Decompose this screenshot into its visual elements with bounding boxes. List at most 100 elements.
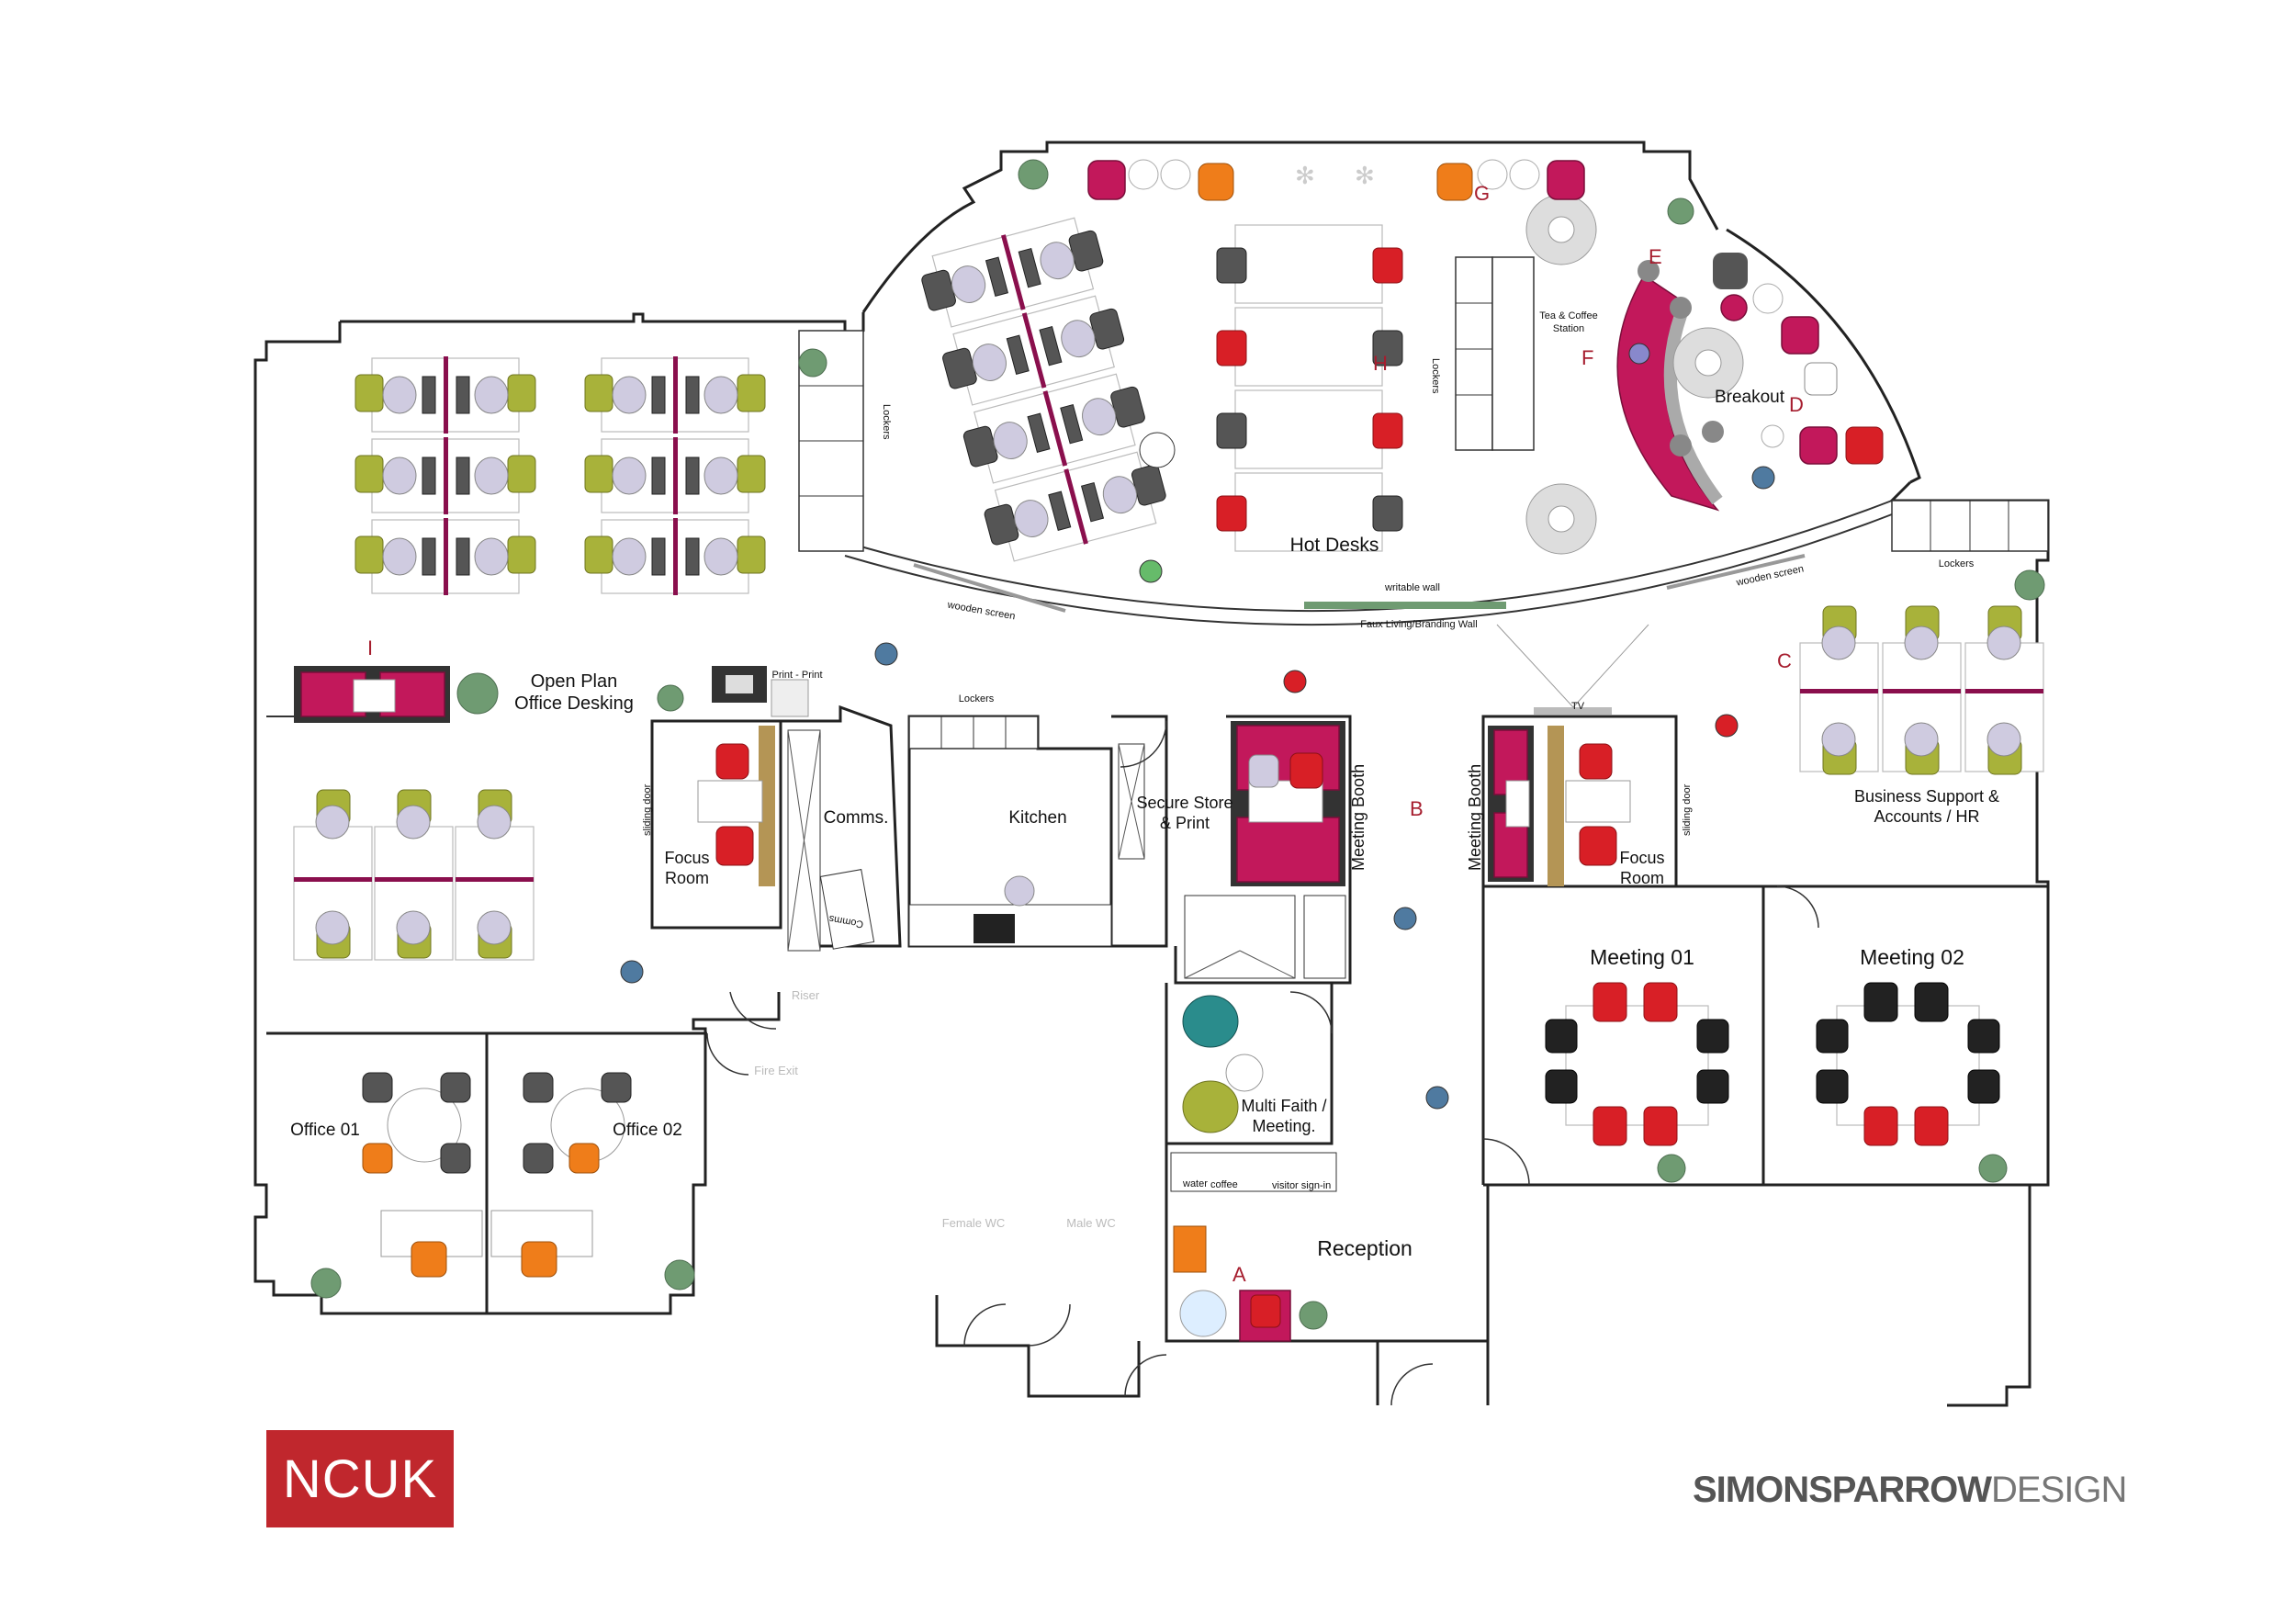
person: [1821, 626, 1856, 660]
label-meeting-booth-centre: Meeting Booth: [1349, 764, 1367, 871]
chair: [1372, 330, 1403, 366]
monitor: [422, 456, 436, 495]
desk-screen: [1021, 312, 1047, 389]
label-lockers-right: Lockers: [1939, 558, 1975, 569]
chair: [1216, 330, 1247, 366]
chair: [355, 374, 384, 412]
person: [474, 537, 509, 576]
lockers-right: [1891, 500, 2049, 552]
person: [1986, 626, 2021, 660]
person: [1082, 398, 1117, 436]
chair: [1216, 495, 1247, 532]
label-male-wc: Male WC: [1066, 1216, 1115, 1230]
hot-desk: [1234, 224, 1383, 304]
chair: [1914, 982, 1949, 1022]
monitor: [651, 456, 666, 495]
tv: [1496, 624, 1649, 715]
monitor: [685, 456, 700, 495]
window-seating: ✻ ✻: [1087, 159, 1585, 201]
chair: [1967, 1019, 2000, 1054]
desk-screen: [444, 356, 448, 434]
focus-room-left-furniture: [697, 726, 775, 886]
label-sliding-door-right: sliding door: [1682, 783, 1693, 836]
monitor: [422, 537, 436, 576]
chair: [1863, 1106, 1898, 1146]
person: [382, 537, 417, 576]
person: [1040, 242, 1075, 280]
desk-screen: [1883, 689, 1961, 693]
brand-bold: SIMONSPARROW: [1693, 1470, 1992, 1510]
person: [474, 456, 509, 495]
monitor: [456, 456, 470, 495]
desk-screen: [1001, 234, 1026, 310]
desk-screen: [294, 877, 372, 882]
hot-desk: [1234, 389, 1383, 469]
person: [972, 344, 1007, 381]
chair: [1593, 982, 1627, 1022]
simon-sparrow-design-logo: SIMONSPARROWDESIGN: [1693, 1470, 2127, 1511]
person: [993, 422, 1028, 459]
person: [474, 376, 509, 414]
hot-desk: [1234, 307, 1383, 387]
chair: [1545, 1069, 1578, 1104]
zone-d: D: [1789, 393, 1804, 416]
hot-desks: [921, 217, 1403, 562]
living-wall: [1304, 602, 1506, 609]
meeting-tables: [1545, 982, 2000, 1146]
monitor: [1006, 334, 1030, 376]
multi-faith-furniture: [1182, 995, 1264, 1133]
chair: [1696, 1019, 1729, 1054]
label-writable-wall: writable wall: [1384, 582, 1440, 593]
label-meeting-02: Meeting 02: [1860, 945, 1964, 969]
desk-screen: [1800, 689, 1878, 693]
desk-screen: [1042, 390, 1068, 467]
label-meeting-booth-right: Meeting Booth: [1466, 764, 1484, 871]
zone-e: E: [1649, 245, 1662, 268]
person: [396, 910, 431, 945]
label-water: water: [1182, 1178, 1208, 1189]
monitor: [685, 376, 700, 414]
label-multi-faith: Multi Faith /Meeting.: [1241, 1097, 1326, 1135]
chair: [1593, 1106, 1627, 1146]
chair: [1863, 982, 1898, 1022]
chair: [1216, 412, 1247, 449]
focus-room-right-furniture: [1488, 726, 1631, 886]
monitor: [651, 537, 666, 576]
monitor: [1080, 481, 1105, 523]
person: [1821, 722, 1856, 757]
desk-screen: [375, 877, 453, 882]
desk-screen: [673, 437, 678, 514]
chair: [1372, 247, 1403, 284]
chair: [737, 455, 766, 493]
person: [1102, 476, 1138, 514]
label-lockers-kitchen: Lockers: [959, 693, 995, 704]
meeting-table: [1836, 1005, 1980, 1126]
monitor: [651, 376, 666, 414]
label-female-wc: Female WC: [942, 1216, 1006, 1230]
person: [396, 805, 431, 840]
label-visitor-sign-in: visitor sign-in: [1272, 1180, 1331, 1191]
svg-text:✻: ✻: [1295, 162, 1315, 189]
label-sliding-door-left: sliding door: [642, 783, 653, 836]
comms-storage: [787, 729, 1346, 979]
person: [703, 537, 738, 576]
label-lockers-side: Lockers: [881, 404, 892, 440]
chair: [1696, 1069, 1729, 1104]
chair: [507, 455, 536, 493]
monitor: [1039, 325, 1063, 366]
svg-text:✻: ✻: [1355, 162, 1375, 189]
label-print: Print - Print: [771, 670, 822, 681]
label-tv: TV: [1571, 701, 1585, 712]
zone-g: G: [1474, 182, 1490, 205]
brand-light: DESIGN: [1991, 1470, 2127, 1510]
office-furniture: [362, 1072, 632, 1278]
chair: [584, 535, 613, 574]
label-fire-exit: Fire Exit: [754, 1064, 798, 1077]
label-faux-wall: Faux Living/Branding Wall: [1360, 619, 1477, 630]
ncuk-logo-text: NCUK: [282, 1448, 438, 1509]
chair: [1216, 247, 1247, 284]
person: [612, 376, 647, 414]
